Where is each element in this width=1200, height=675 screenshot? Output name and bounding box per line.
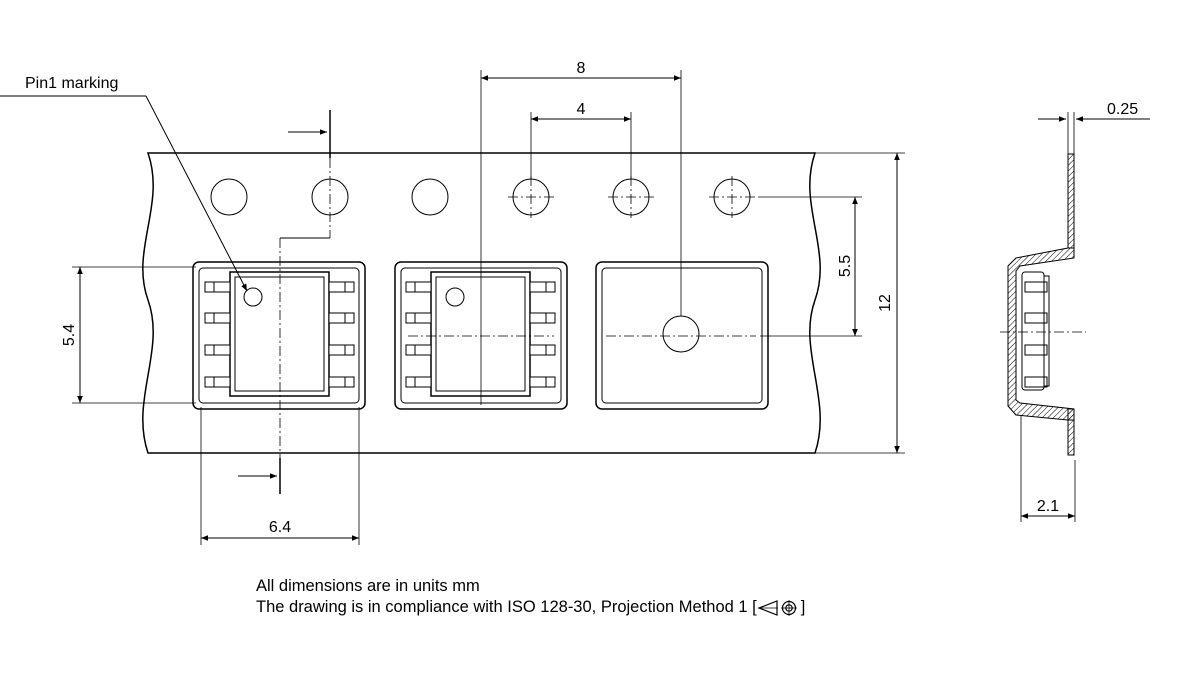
sprocket-holes: [210, 176, 755, 218]
hole-pitch-dimension: 4: [530, 101, 632, 179]
hole-pitch-label: 4: [577, 101, 586, 118]
pin1-dot: [445, 287, 465, 307]
pocket-width-dimension: 6.4: [200, 407, 360, 545]
pocket-3: [595, 261, 769, 410]
pitch-label: 8: [577, 60, 586, 77]
pocket-height-label: 5.4: [61, 324, 78, 346]
component-leads: [405, 281, 556, 388]
pocket-hole: [662, 315, 700, 353]
hole-to-center-label: 5.5: [837, 255, 854, 277]
carrier-tape: [142, 152, 821, 454]
compliance-note: The drawing is in compliance with ISO 12…: [256, 597, 805, 618]
tape-width-label: 12: [877, 294, 894, 312]
pin1-label: Pin1 marking: [25, 75, 118, 92]
pin1-dot: [243, 287, 263, 307]
tape-thickness-label: 0.25: [1107, 101, 1138, 118]
units-note: All dimensions are in units mm: [256, 577, 480, 595]
pocket-depth-label: 2.1: [1037, 498, 1059, 515]
pocket-width-label: 6.4: [269, 519, 291, 536]
tape-width-dimension: 12: [805, 152, 905, 454]
drawing-notes: All dimensions are in units mm The drawi…: [256, 576, 805, 618]
pocket-height-dimension: 5.4: [61, 266, 196, 404]
first-angle-projection-icon: [757, 599, 797, 616]
compliance-text: The drawing is in compliance with ISO 12…: [256, 598, 757, 616]
hole-to-center-dimension: 5.5: [758, 196, 862, 337]
compliance-bracket: ]: [800, 598, 806, 616]
component-leads: [204, 281, 355, 388]
pitch-dimension: 8: [480, 60, 682, 405]
sprocket-hole: [210, 178, 248, 216]
sprocket-hole: [411, 178, 449, 216]
section-line: [238, 110, 331, 494]
pocket-1: [192, 261, 366, 410]
pin1-callout: Pin1 marking: [0, 75, 248, 292]
side-section-view: 0.25 2.1: [1000, 101, 1150, 522]
